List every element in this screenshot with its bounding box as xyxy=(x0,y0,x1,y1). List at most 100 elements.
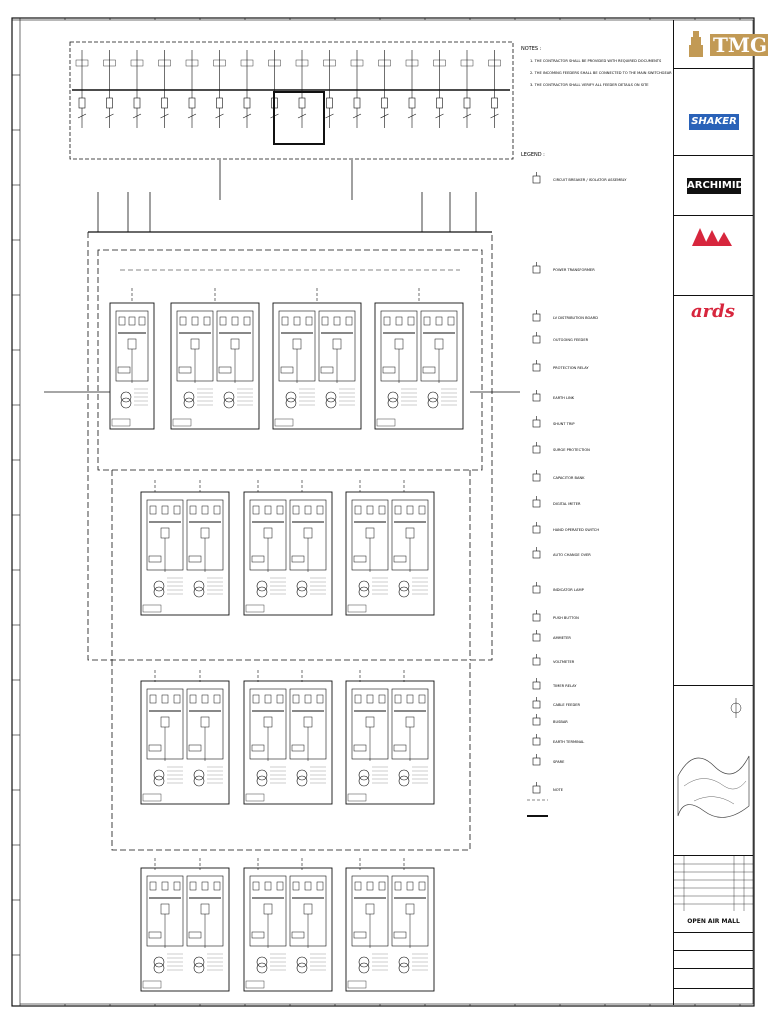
legend-label: SURGE PROTECTION xyxy=(553,448,590,452)
legend-label: LV DISTRIBUTION BOARD xyxy=(553,316,598,320)
substation-module xyxy=(345,867,435,992)
legend-entry: POWER TRANSFORMER xyxy=(532,262,595,274)
legend-entry: INDICATOR LAMP xyxy=(532,582,585,594)
title-block: TMG SHAKER ARCHIMID ards xyxy=(673,20,768,1005)
legend-label: PUSH BUTTON xyxy=(553,616,579,620)
legend-title: LEGEND : xyxy=(521,152,545,158)
legend-label: CAPACITOR BANK xyxy=(553,476,585,480)
substation-module xyxy=(243,491,333,616)
key-plan xyxy=(674,685,753,855)
feeder-cubicle xyxy=(75,50,89,128)
legend-label: TIMER RELAY xyxy=(552,684,577,688)
substation-module xyxy=(109,302,155,430)
legend-label: AMMETER xyxy=(553,636,571,640)
drawing-number-block xyxy=(674,988,753,1005)
legend-label: INDICATOR LAMP xyxy=(553,588,585,592)
consultant-block xyxy=(674,155,753,170)
feeder-cubicle xyxy=(240,50,254,128)
substation-modules xyxy=(109,269,464,992)
legend-entry: PUSH BUTTON xyxy=(532,610,579,622)
note-item: 3. THE CONTRACTOR SHALL VERIFY ALL FEEDE… xyxy=(530,83,649,87)
legend-label: CABLE FEEDER xyxy=(553,703,580,707)
distribution-network xyxy=(44,160,520,851)
legend-label: SHUNT TRIP xyxy=(553,422,575,426)
substation-module xyxy=(243,680,333,805)
substation-module xyxy=(140,867,230,992)
project-name: OPEN AIR MALL xyxy=(687,918,740,925)
note-item: 2. THE INCOMING FEEDERS SHALL BE CONNECT… xyxy=(530,71,672,75)
feeder-cubicle xyxy=(460,50,474,128)
substation-module xyxy=(243,867,333,992)
legend-entry: CIRCUIT BREAKER / ISOLATOR ASSEMBLY xyxy=(532,172,627,184)
legend-label: HAND OPERATED SWITCH xyxy=(553,528,599,532)
design-logo: ards xyxy=(691,301,735,322)
architect-logo: ARCHIMID xyxy=(687,178,744,194)
legend-label: EARTH TERMINAL xyxy=(553,740,584,744)
feeder-cubicle xyxy=(185,50,199,128)
feeder-cubicle xyxy=(378,50,391,128)
legend-entry: SHUNT TRIP xyxy=(532,416,575,428)
legend-entry: CABLE FEEDER xyxy=(532,697,580,709)
consultant-logo: SHAKER xyxy=(689,114,739,130)
feeder-cubicle xyxy=(323,50,336,128)
legend-entry: EARTH TERMINAL xyxy=(532,734,584,746)
subconsultant-block xyxy=(674,215,753,265)
sheet-inner-border xyxy=(19,19,754,1005)
note-item: 1. THE CONTRACTOR SHALL BE PROVIDED WITH… xyxy=(530,59,662,63)
legend-label: POWER TRANSFORMER xyxy=(553,268,595,272)
client-logo: TMG xyxy=(680,26,768,62)
drawing-description-block xyxy=(674,968,753,988)
legend-entry: SURGE PROTECTION xyxy=(532,442,590,454)
legend-entry: OUTGOING FEEDER xyxy=(532,332,589,344)
feeder-cubicle xyxy=(405,50,419,128)
module-feeds xyxy=(120,269,460,870)
key-plan-map xyxy=(677,698,750,818)
legend-entry: VOLTMETER xyxy=(532,654,575,666)
legend-label: PROTECTION RELAY xyxy=(553,366,589,370)
legend-entry: CAPACITOR BANK xyxy=(532,470,585,482)
feeder-cubicle xyxy=(103,50,116,128)
client-block xyxy=(674,68,753,98)
drawing-subtitle-block xyxy=(674,950,753,968)
legend-entry: AUTO CHANGE OVER xyxy=(532,547,591,559)
feeder-cubicle xyxy=(295,50,309,128)
legend-label: OUTGOING FEEDER xyxy=(553,338,589,342)
legend-entry: BUSBAR xyxy=(532,714,568,726)
substation-module xyxy=(140,680,230,805)
feeder-cubicle xyxy=(433,50,446,128)
design-block: ards xyxy=(674,295,753,335)
legend-label: SPARE xyxy=(553,760,565,764)
feeder-cubicle xyxy=(350,50,364,128)
legend-entry: NOTE xyxy=(532,782,564,794)
legend-label: CIRCUIT BREAKER / ISOLATOR ASSEMBLY xyxy=(553,178,627,182)
legend-label: VOLTMETER xyxy=(553,660,575,664)
feeder-cubicle xyxy=(213,50,226,128)
legend-entry: SPARE xyxy=(532,754,565,766)
substation-module xyxy=(345,491,435,616)
feeder-cubicle xyxy=(158,50,171,128)
legend-label: NOTE xyxy=(553,788,564,792)
main-switchboard xyxy=(69,41,514,160)
legend-label: AUTO CHANGE OVER xyxy=(553,553,591,557)
sheet-border xyxy=(11,17,755,1007)
client-logo-text: TMG xyxy=(710,34,768,56)
legend-entry: AMMETER xyxy=(532,630,571,642)
tower-icon xyxy=(689,31,703,57)
legend-label: DIGITAL METER xyxy=(553,502,581,506)
substation-module xyxy=(272,302,362,430)
legend-label: EARTH LINK xyxy=(553,396,575,400)
legend-entry: LV DISTRIBUTION BOARD xyxy=(532,310,598,322)
legend-entry: TIMER RELAY xyxy=(532,678,577,690)
substation-module xyxy=(374,302,464,430)
feeder-cubicle xyxy=(130,50,144,128)
drawing-title-block xyxy=(674,932,753,950)
revision-table xyxy=(674,855,753,911)
legend-entry: HAND OPERATED SWITCH xyxy=(532,522,599,534)
legend-entry: DIGITAL METER xyxy=(532,496,581,508)
legend-entry: PROTECTION RELAY xyxy=(532,360,589,372)
notes-title: NOTES : xyxy=(521,46,542,52)
frame-ticks xyxy=(12,18,741,1006)
legend-label: BUSBAR xyxy=(553,720,568,724)
legend-entry: EARTH LINK xyxy=(532,390,575,402)
